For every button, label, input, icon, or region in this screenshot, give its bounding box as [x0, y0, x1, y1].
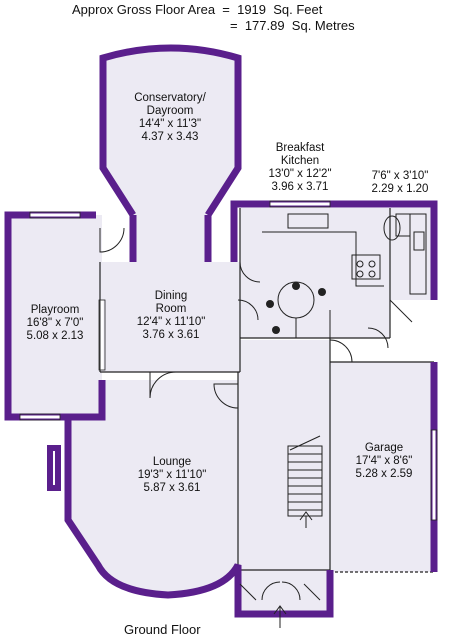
kitchen-label: Breakfast Kitchen 13'0" x 12'2" 3.96 x 3…: [250, 142, 350, 194]
room-size-imperial: 19'3" x 11'10": [137, 469, 207, 481]
conservatory-label: Conservatory/ Dayroom 14'4" x 11'3" 4.37…: [112, 92, 228, 144]
lounge-floor: [68, 380, 238, 595]
room-name: Garage: [364, 442, 404, 454]
room-size-imperial: 14'4" x 11'3": [138, 118, 202, 130]
garage-label: Garage 17'4" x 8'6" 5.28 x 2.59: [336, 442, 432, 481]
kitchen-floor: [240, 208, 390, 338]
room-size-imperial: 17'4" x 8'6": [355, 455, 413, 467]
doors: [99, 227, 413, 601]
room-size-metric: 4.37 x 3.43: [141, 131, 199, 143]
hall-floor: [238, 340, 330, 570]
lounge-bay: [47, 445, 61, 491]
utility-label: 7'6" x 3'10" 2.29 x 1.20: [358, 170, 442, 196]
room-name: Playroom: [30, 304, 80, 316]
room-size-metric: 3.96 x 3.71: [271, 181, 329, 193]
room-name: Kitchen: [280, 155, 320, 167]
entrance-arrow: [273, 605, 287, 628]
room-name: Room: [155, 303, 187, 315]
playroom-label: Playroom 16'8" x 7'0" 5.08 x 2.13: [12, 304, 98, 343]
room-size-imperial: 12'4" x 11'10": [136, 316, 206, 328]
room-size-metric: 3.76 x 3.61: [142, 329, 200, 341]
kitchen-units: [262, 213, 427, 339]
conservatory-walls: [99, 44, 242, 217]
utility-floor: [382, 208, 434, 300]
lounge-label: Lounge 19'3" x 11'10" 5.87 x 3.61: [118, 456, 226, 495]
room-size-metric: 5.28 x 2.59: [355, 468, 413, 480]
floor-fill: [8, 48, 434, 614]
dining-floor: [100, 262, 240, 372]
porch-walls: [234, 570, 334, 618]
conservatory-floor: [103, 48, 238, 262]
kitchen-top-wall: [230, 200, 438, 300]
room-size-imperial: 13'0" x 12'2": [268, 168, 332, 180]
room-name: Breakfast: [275, 142, 325, 154]
room-name: Dining: [154, 290, 188, 302]
internal-walls: [99, 208, 434, 573]
room-name: Dayroom: [146, 105, 194, 117]
floor-label: Ground Floor: [124, 622, 201, 637]
garage-floor: [330, 362, 434, 572]
room-name: Conservatory/: [134, 92, 206, 104]
room-size-imperial: 16'8" x 7'0": [26, 317, 84, 329]
gross-area-line-2: = 177.89 Sq. Metres: [230, 18, 355, 33]
room-size-imperial: 7'6" x 3'10": [371, 170, 429, 182]
room-size-metric: 2.29 x 1.20: [371, 183, 429, 195]
dining-label: Dining Room 12'4" x 11'10" 3.76 x 3.61: [116, 290, 226, 342]
staircase: [287, 435, 323, 528]
windows: [20, 202, 436, 520]
room-size-metric: 5.87 x 3.61: [143, 482, 201, 494]
porch-floor: [238, 570, 330, 614]
kitchen-lights: [266, 282, 326, 334]
window-frames: [19, 200, 438, 521]
gross-area-line-1: Approx Gross Floor Area = 1919 Sq. Feet: [72, 2, 323, 17]
room-name: Lounge: [152, 456, 192, 468]
lounge-walls: [64, 417, 242, 599]
room-size-metric: 5.08 x 2.13: [26, 330, 84, 342]
